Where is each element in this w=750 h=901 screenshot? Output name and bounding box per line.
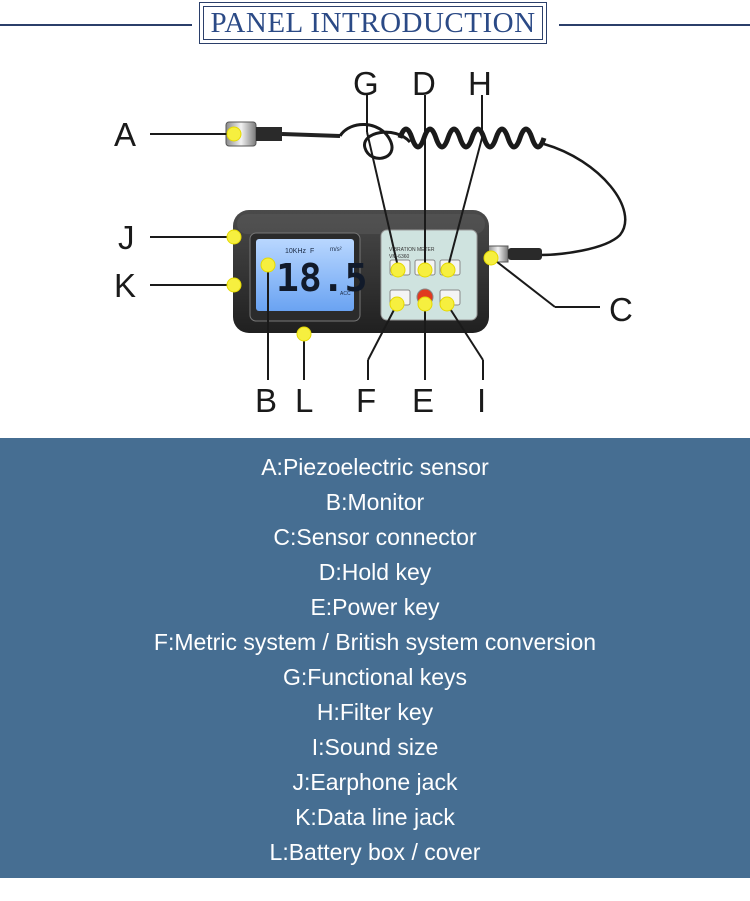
callout-b: B	[255, 382, 277, 419]
piezoelectric-sensor	[225, 121, 341, 147]
legend-item: K:Data line jack	[295, 804, 455, 830]
page-title: PANEL INTRODUCTION	[210, 6, 536, 39]
callout-k: K	[114, 267, 136, 304]
header-rule-left	[0, 24, 192, 26]
callout-e: E	[412, 382, 434, 419]
legend-panel: A:Piezoelectric sensor B:Monitor C:Senso…	[0, 438, 750, 878]
callout-l: L	[295, 382, 313, 419]
keypad-brand: VIBRATION METER	[389, 247, 435, 253]
callout-lines	[150, 95, 600, 380]
lcd-frequency: 10KHz	[285, 248, 307, 255]
callout-dots	[226, 126, 499, 342]
header: PANEL INTRODUCTION	[0, 0, 750, 50]
legend-item: F:Metric system / British system convers…	[153, 629, 597, 655]
legend-item: G:Functional keys	[282, 664, 468, 690]
lcd-reading: 18.5	[276, 256, 368, 300]
callout-d: D	[412, 65, 436, 102]
legend-list: A:Piezoelectric sensor B:Monitor C:Senso…	[0, 438, 750, 870]
monitor-lcd	[256, 239, 354, 311]
lcd-mode: F	[310, 248, 314, 255]
legend-item: E:Power key	[310, 594, 440, 620]
legend-item: B:Monitor	[325, 489, 425, 515]
legend-item: I:Sound size	[311, 734, 439, 760]
callout-h: H	[468, 65, 492, 102]
callout-j: J	[118, 219, 135, 256]
legend-item: L:Battery box / cover	[269, 839, 481, 865]
legend-item: D:Hold key	[318, 559, 432, 585]
legend-item: J:Earphone jack	[292, 769, 458, 795]
callout-g: G	[353, 65, 379, 102]
legend-item: C:Sensor connector	[273, 524, 477, 550]
callout-i: I	[477, 382, 486, 419]
title-box: PANEL INTRODUCTION	[199, 2, 547, 44]
legend-item: A:Piezoelectric sensor	[261, 454, 489, 480]
lcd-type: ACC	[340, 291, 351, 297]
keypad-model: VM-6360	[389, 254, 410, 260]
callout-f: F	[356, 382, 376, 419]
callout-c: C	[609, 291, 633, 328]
legend-item: H:Filter key	[316, 699, 434, 725]
vibration-meter-illustration: 10KHz F m/s² 18.5 ACC VIBRATION METER VM…	[114, 65, 633, 419]
callout-a: A	[114, 116, 136, 153]
header-rule-right	[559, 24, 750, 26]
device-figure: 10KHz F m/s² 18.5 ACC VIBRATION METER VM…	[0, 50, 750, 440]
lcd-unit: m/s²	[330, 247, 342, 253]
